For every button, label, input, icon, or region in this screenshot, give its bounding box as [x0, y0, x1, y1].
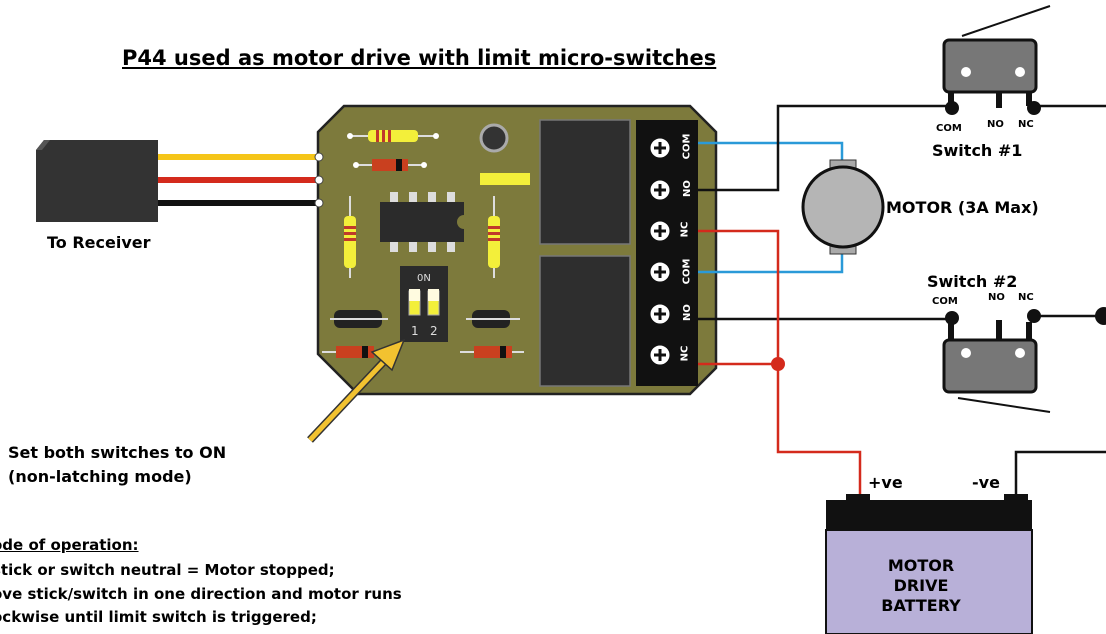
- terminal-block: [636, 120, 698, 386]
- battery-label-line: BATTERY: [881, 596, 961, 615]
- terminal-label: NC: [679, 221, 691, 238]
- dip-switch: [400, 266, 448, 342]
- terminal-label: NC: [679, 345, 691, 362]
- battery-positive-label: +ve: [868, 473, 903, 492]
- switch-2-pin-no: NO: [988, 292, 1005, 303]
- mode-heading: ode of operation:: [0, 536, 139, 554]
- mode-line-3: ockwise until limit switch is triggered;: [0, 608, 317, 626]
- receiver-wires: [158, 154, 318, 206]
- battery-label: MOTOR DRIVE BATTERY: [846, 556, 996, 616]
- switch-2-label: Switch #2: [927, 272, 1018, 291]
- switch-2-pin-com: COM: [932, 296, 958, 307]
- dip-on-label: 0N: [417, 273, 431, 284]
- p44-pcb: [314, 104, 718, 396]
- battery-label-line: MOTOR: [887, 556, 955, 575]
- resistor-left: [344, 216, 356, 268]
- battery-label-line: DRIVE: [893, 576, 949, 595]
- switch-1-pin-nc: NC: [1018, 119, 1034, 130]
- resistor-top: [368, 130, 418, 142]
- diagram-title: P44 used as motor drive with limit micro…: [122, 46, 717, 70]
- relay-2: [539, 255, 631, 387]
- battery-negative-label: -ve: [972, 473, 1000, 492]
- battery: [825, 494, 1033, 634]
- resistor-right: [488, 216, 500, 268]
- capacitor: [479, 123, 509, 153]
- micro-switch-1: [942, 5, 1051, 115]
- mode-line-1: stick or switch neutral = Motor stopped;: [0, 561, 335, 579]
- mode-line-2: ove stick/switch in one direction and mo…: [0, 585, 402, 603]
- dip-number-2: 2: [430, 324, 438, 338]
- diode-bottom-left: [336, 346, 374, 358]
- terminal-label: NO: [681, 304, 693, 321]
- switch-1-pin-com: COM: [936, 123, 962, 134]
- wires: [698, 104, 1106, 494]
- relay-1: [539, 119, 631, 245]
- diode-bottom-right: [474, 346, 512, 358]
- motor: [801, 159, 885, 255]
- dip-note-line-2: (non-latching mode): [8, 467, 192, 486]
- dip-note-line-1: Set both switches to ON: [8, 443, 227, 462]
- terminal-label: COM: [681, 133, 693, 160]
- receiver-connector: [36, 140, 158, 222]
- switch-1-pin-no: NO: [987, 119, 1004, 130]
- terminal-label: NO: [681, 180, 693, 197]
- dip-number-1: 1: [411, 324, 419, 338]
- terminal-label: COM: [681, 258, 693, 285]
- switch-2-pin-nc: NC: [1018, 292, 1034, 303]
- micro-switch-2: [942, 309, 1051, 413]
- diode-top: [372, 159, 408, 171]
- ic-chip: [380, 202, 464, 242]
- switch-1-label: Switch #1: [932, 141, 1023, 160]
- motor-label: MOTOR (3A Max): [886, 198, 1039, 217]
- dip-arrow: [307, 338, 406, 443]
- receiver-label: To Receiver: [47, 233, 151, 252]
